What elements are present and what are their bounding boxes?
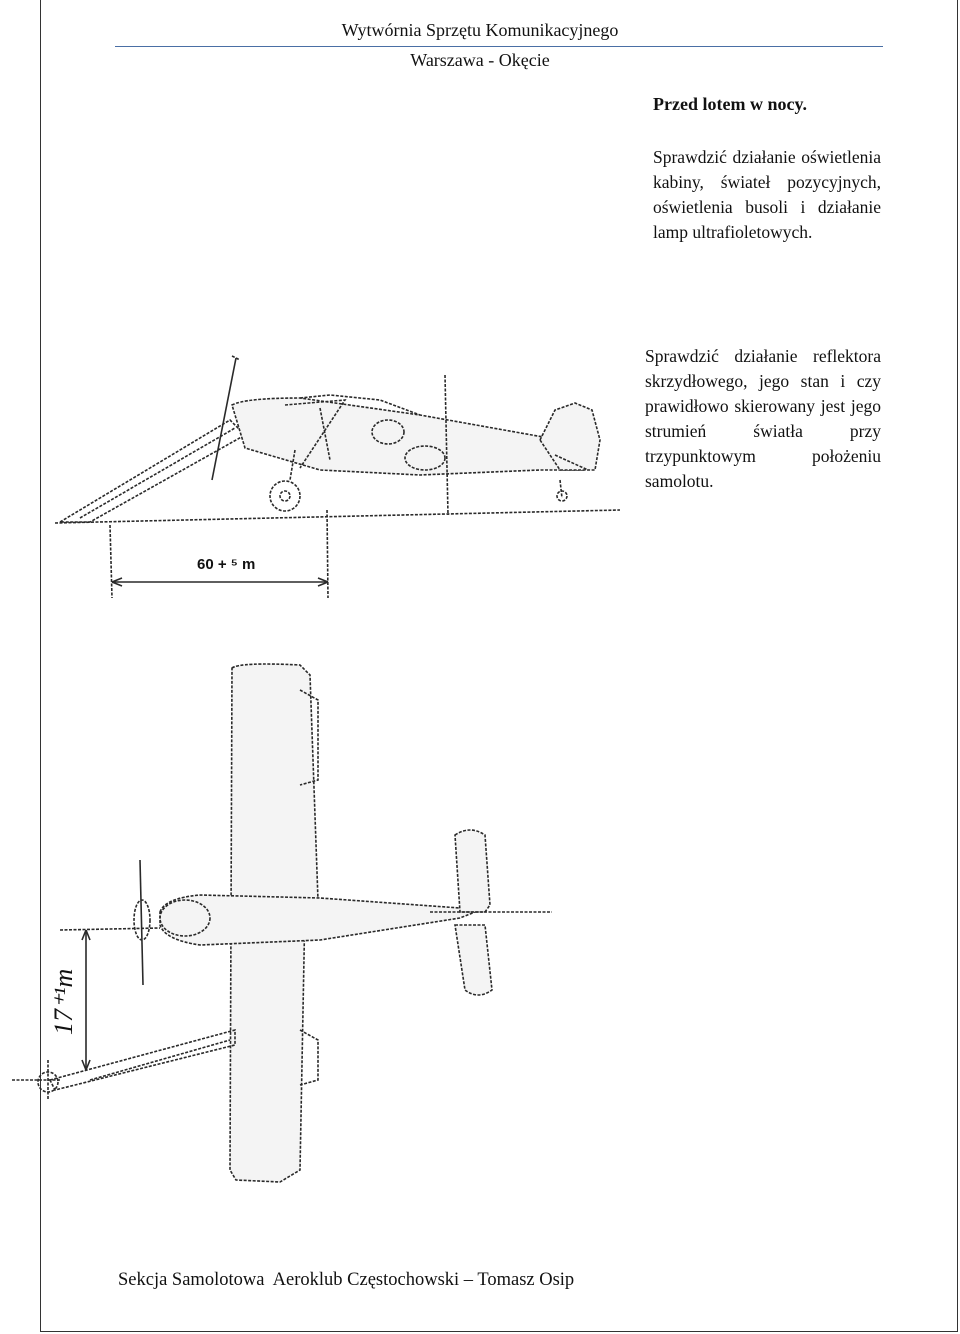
top-view-height-label: 17⁺¹m (49, 969, 78, 1035)
side-view-dimension (109, 509, 329, 599)
footer-credits: Sekcja Samolotowa Aeroklub Częstochowski… (118, 1270, 575, 1290)
paragraph-cabin-lights: Sprawdzić działanie oświetlenia kabiny, … (653, 147, 881, 242)
top-view-dimension (59, 927, 161, 1071)
side-view-ground-line (54, 509, 621, 524)
header-rule (115, 46, 883, 47)
side-view-wing-strut (284, 399, 347, 469)
page-frame (40, 0, 958, 1332)
top-view-fuselage (159, 894, 478, 946)
side-view-distance-label: 60 + ⁵ m (197, 556, 255, 573)
side-view-vertical-marker (444, 374, 449, 516)
header-company-name: Wytwórnia Sprzętu Komunikacyjnego (341, 20, 619, 40)
side-view-beam (57, 418, 247, 523)
top-view-tail (430, 829, 552, 996)
side-view-propeller (211, 355, 241, 481)
paragraph-wing-reflector: Sprawdzić działanie reflektora skrzydłow… (645, 346, 881, 491)
top-view-beam (12, 1028, 236, 1100)
section-title: Przed lotem w nocy. (653, 94, 807, 114)
side-view-landing-gear (269, 449, 568, 512)
header-location: Warszawa - Okęcie (410, 50, 550, 70)
top-view-propeller (133, 859, 151, 986)
side-view-tail (539, 402, 601, 471)
